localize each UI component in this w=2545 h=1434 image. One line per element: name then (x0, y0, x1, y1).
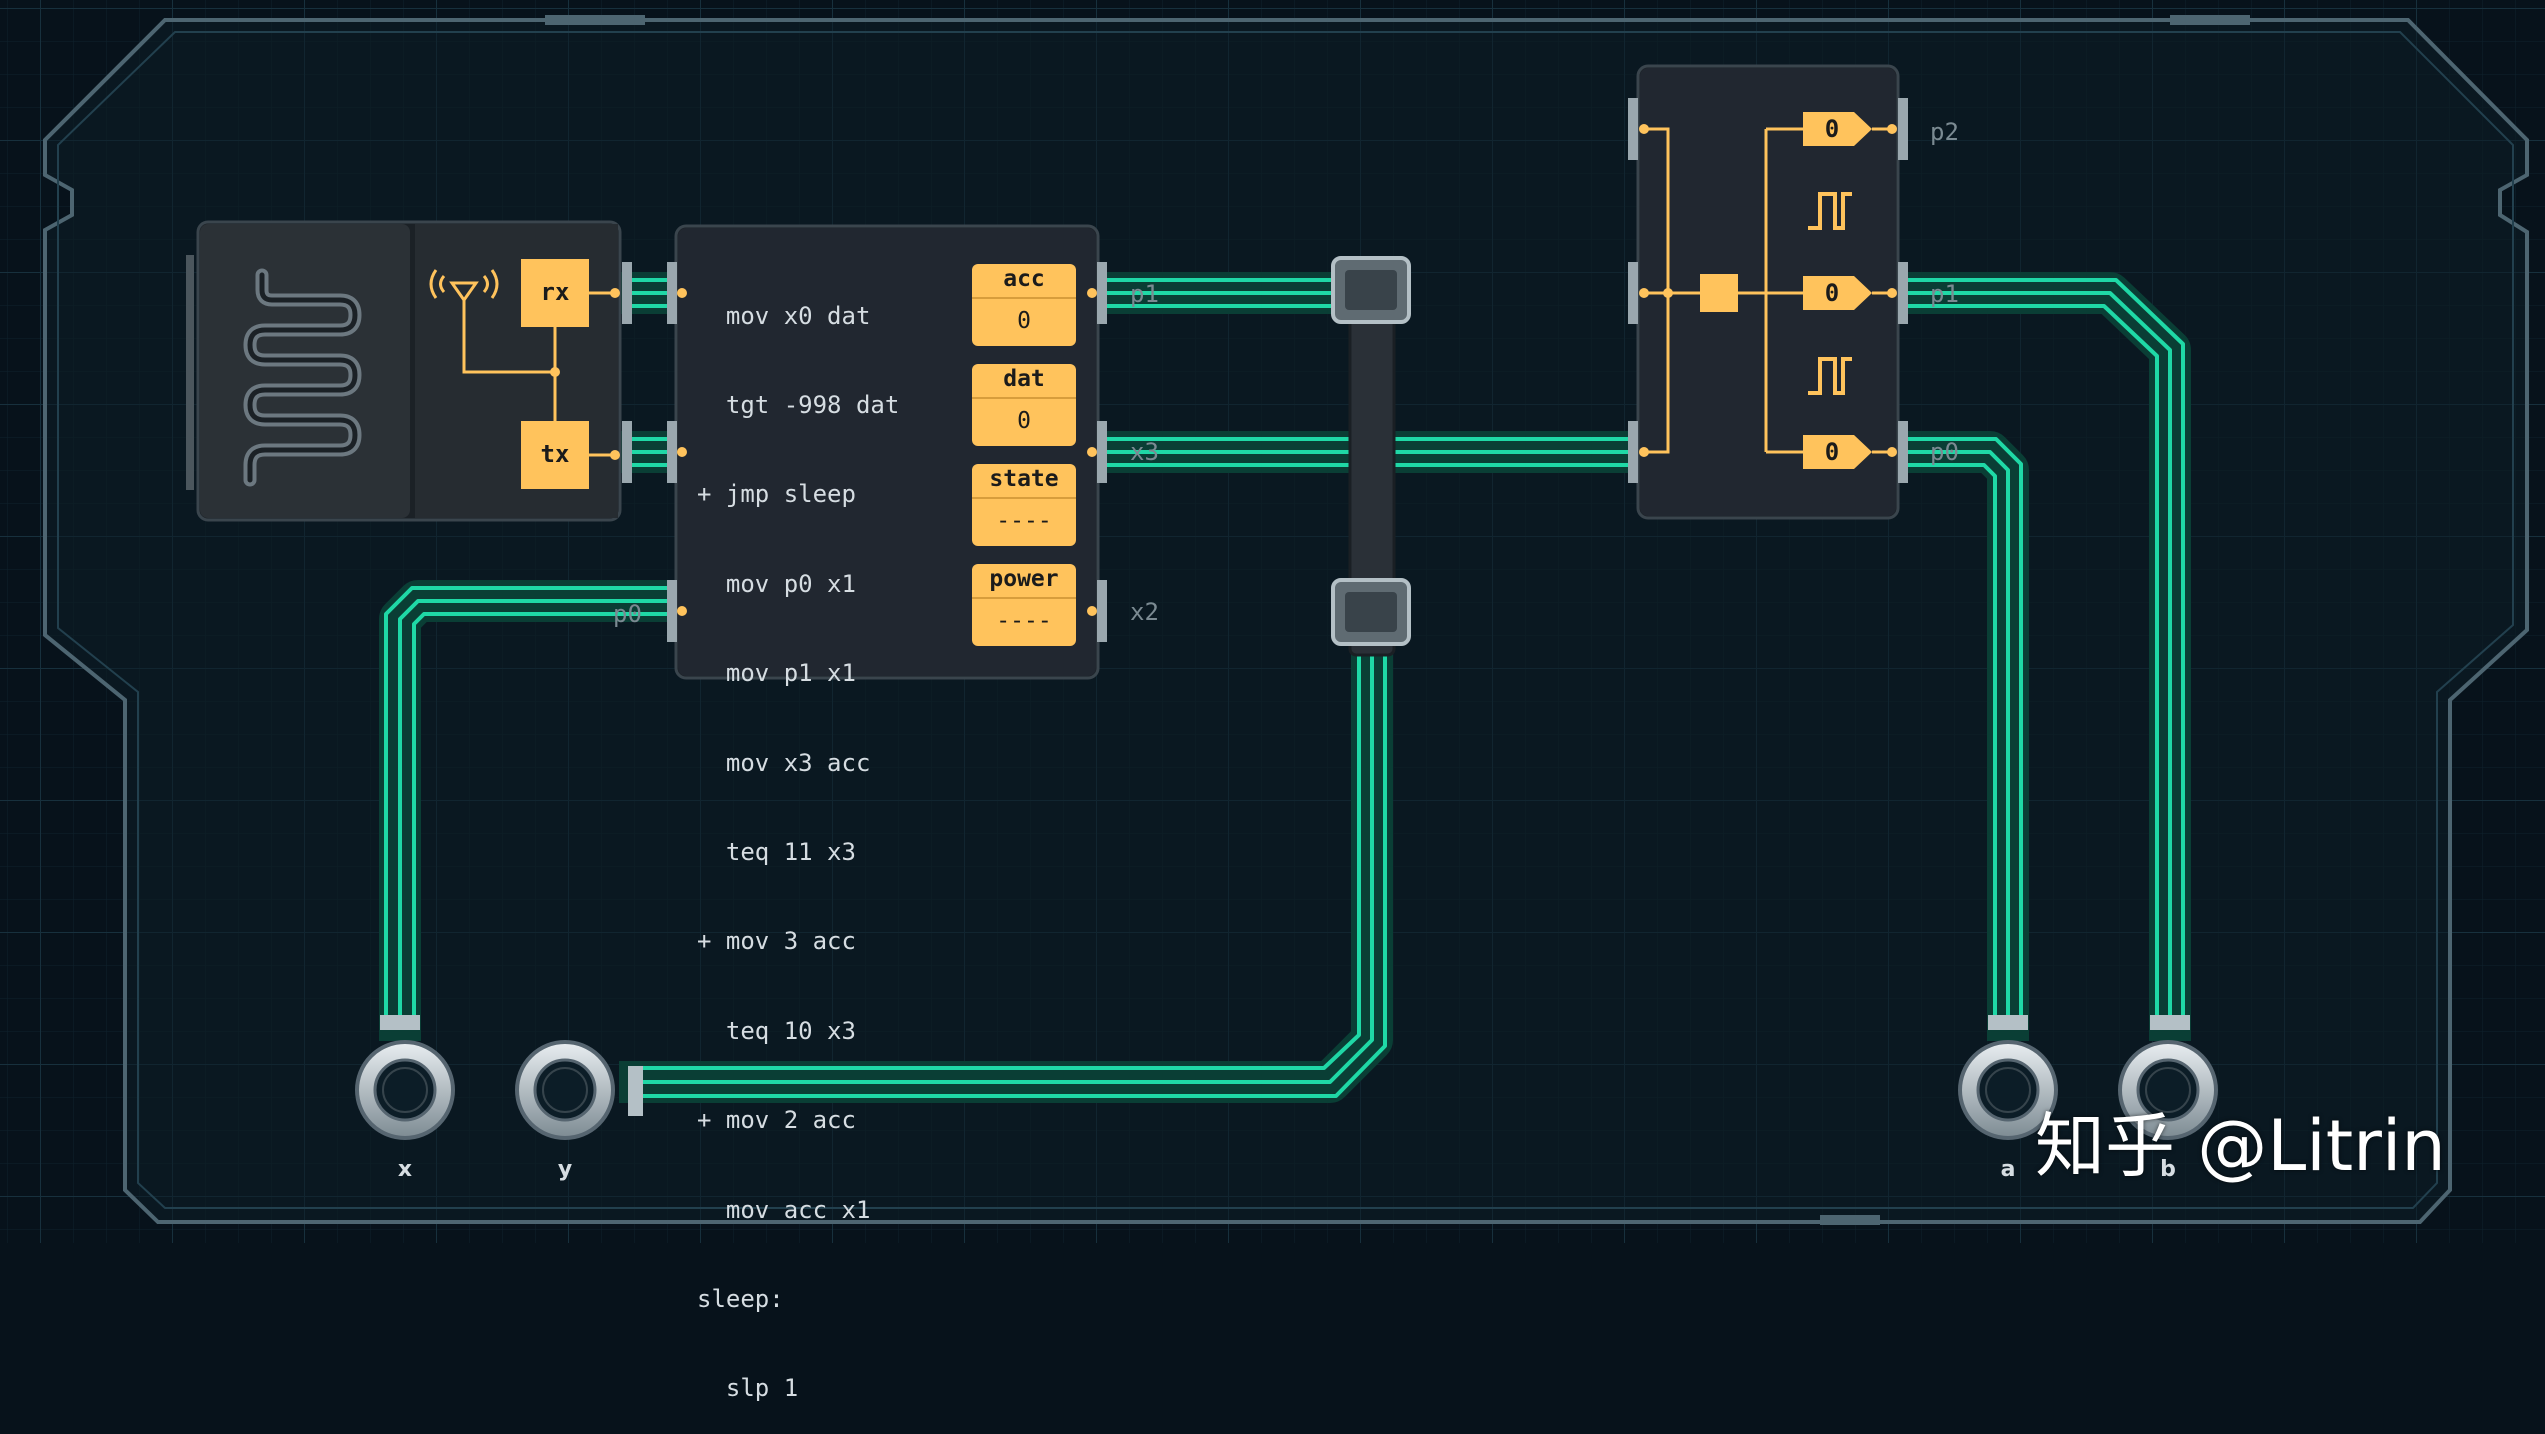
board-graphics (0, 0, 2545, 1243)
pulse-wave-icon (1808, 192, 1852, 230)
trace-mc-p0-to-x (379, 580, 691, 1041)
code-line: sleep: (697, 1284, 784, 1313)
terminal-a (1958, 1015, 2058, 1140)
terminal-b-label: b (2160, 1157, 2176, 1182)
code-line: + mov 3 acc (697, 927, 856, 956)
mc-port-p1-label: p1 (1130, 280, 1159, 308)
register-dat-box (972, 364, 1076, 446)
mc-port-x2-label: x2 (1130, 598, 1159, 626)
code-line: + jmp sleep (697, 480, 856, 509)
trace-output-p1-to-b (1884, 272, 2191, 1041)
mc-module (667, 224, 1107, 680)
register-acc-value: 0 (1017, 308, 1031, 334)
mc-port-p0-label: p0 (613, 600, 642, 628)
register-power-value: ---- (996, 608, 1052, 634)
code-line: mov p1 x1 (697, 659, 856, 688)
register-state-label: state (989, 466, 1059, 492)
terminal-a-label: a (2000, 1157, 2016, 1182)
rx-box (521, 259, 589, 327)
radio-module (186, 220, 632, 522)
circuit-board: rx tx mov x0 dat tgt -998 dat + jmp slee… (0, 0, 2545, 1402)
trace-mc-p1-to-bridge (1079, 272, 1361, 314)
mc-port-x3-label: x3 (1130, 438, 1159, 466)
register-acc-box (972, 264, 1076, 346)
terminal-y-label: y (557, 1157, 573, 1182)
trace-radio-to-mc (604, 272, 691, 473)
register-state-value: ---- (996, 508, 1052, 534)
code-line: teq 11 x3 (697, 837, 856, 866)
watermark: 知乎 @Litrin (2035, 1105, 2446, 1187)
register-dat-value: 0 (1017, 408, 1031, 434)
terminal-b (2118, 1015, 2218, 1140)
register-power-box (972, 564, 1076, 646)
gate-p1-value: 0 (1824, 279, 1840, 307)
splitter-box (1700, 274, 1738, 312)
code-line: mov p0 x1 (697, 569, 856, 598)
code-line: mov x0 dat (697, 301, 871, 330)
register-acc-label: acc (1003, 266, 1045, 292)
bus-bridge (1331, 256, 1411, 657)
register-state-box (972, 464, 1076, 546)
trace-output-p0-to-a (1884, 431, 2029, 1041)
rx-label: rx (540, 278, 570, 306)
terminal-y (515, 1040, 643, 1140)
output-module (1628, 64, 1908, 520)
tx-box (521, 421, 589, 489)
gate-p2-shape (1803, 112, 1872, 146)
terminal-x-label: x (397, 1157, 413, 1182)
tx-label: tx (540, 440, 570, 468)
trace-bridge-to-y (619, 629, 1393, 1103)
output-port-p1-label: p1 (1930, 280, 1959, 308)
mc-code-listing[interactable]: mov x0 dat tgt -998 dat + jmp sleep mov … (697, 242, 899, 1434)
output-port-p2-label: p2 (1930, 118, 1959, 146)
code-line: teq 10 x3 (697, 1016, 856, 1045)
register-dat-label: dat (1003, 366, 1045, 392)
gate-p0-value: 0 (1824, 438, 1840, 466)
gate-p1-shape (1803, 276, 1872, 310)
code-line: mov x3 acc (697, 748, 871, 777)
register-power-label: power (989, 566, 1059, 592)
code-line: slp 1 (697, 1374, 799, 1403)
code-line: mov acc x1 (697, 1195, 871, 1224)
output-port-p0-label: p0 (1930, 438, 1959, 466)
terminal-x (355, 1015, 455, 1140)
gate-p0-shape (1803, 435, 1872, 469)
code-line: tgt -998 dat (697, 390, 900, 419)
code-line: + mov 2 acc (697, 1106, 856, 1135)
gate-p2-value: 0 (1824, 115, 1840, 143)
pulse-wave-icon (1808, 357, 1852, 395)
